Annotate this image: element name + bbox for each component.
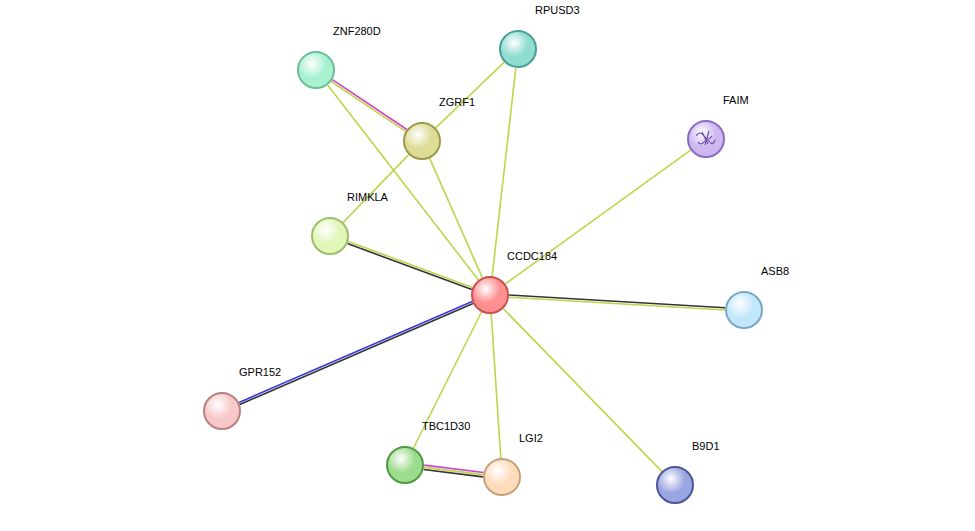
structure-strand: [696, 133, 712, 139]
evidence-line: [331, 81, 405, 131]
evidence-line: [328, 85, 479, 280]
protein-label: RIMKLA: [347, 191, 388, 204]
interaction-edge: [509, 295, 725, 310]
protein-label: ZGRF1: [439, 96, 475, 109]
protein-label: RPUSD3: [535, 4, 580, 17]
interaction-edge: [343, 155, 409, 223]
protein-label: FAIM: [723, 94, 749, 107]
protein-label: ASB8: [761, 265, 789, 278]
interaction-edge: [505, 150, 690, 284]
protein-node: RPUSD3: [499, 30, 537, 68]
protein-node: LGI2: [483, 458, 521, 496]
protein-label: TBC1D30: [422, 420, 470, 433]
protein-node: ZGRF1: [403, 122, 441, 160]
evidence-line: [347, 244, 471, 290]
interaction-edge: [328, 85, 479, 280]
interaction-edge: [347, 242, 472, 290]
evidence-line: [239, 302, 472, 403]
interaction-edge: [503, 309, 661, 472]
evidence-line: [436, 62, 505, 128]
evidence-line: [503, 309, 661, 472]
interaction-edge: [424, 465, 484, 477]
protein-label: B9D1: [692, 440, 720, 453]
evidence-line: [413, 312, 481, 448]
structure-strand: [702, 131, 709, 145]
evidence-line: [430, 158, 483, 277]
evidence-line: [348, 242, 472, 288]
evidence-line: [509, 297, 725, 310]
evidence-line: [505, 150, 690, 284]
protein-node: ZNF280D: [297, 51, 335, 89]
protein-label: LGI2: [519, 432, 543, 445]
evidence-line: [492, 68, 516, 276]
protein-node: CCDC184: [471, 276, 509, 314]
protein-label: ZNF280D: [333, 25, 381, 38]
evidence-line: [343, 155, 409, 223]
protein-label: CCDC184: [507, 250, 557, 263]
interaction-edge: [413, 312, 481, 448]
protein-node: GPR152: [203, 392, 241, 430]
protein-node: FAIM: [687, 120, 725, 158]
interaction-edge: [239, 302, 473, 405]
interaction-edge: [430, 158, 483, 277]
structure-strand: [698, 140, 715, 144]
evidence-line: [509, 295, 725, 308]
evidence-line: [424, 470, 483, 477]
protein-node: ASB8: [725, 291, 763, 329]
protein-node: B9D1: [656, 466, 694, 504]
interaction-edge: [491, 314, 500, 458]
protein-node: TBC1D30: [386, 446, 424, 484]
protein-node: RIMKLA: [311, 217, 349, 255]
evidence-line: [240, 304, 473, 405]
protein-structure-glyph: [696, 131, 715, 145]
evidence-line: [491, 314, 500, 458]
interaction-edge: [436, 62, 505, 128]
protein-label: GPR152: [239, 366, 281, 379]
interaction-edge: [492, 68, 516, 276]
